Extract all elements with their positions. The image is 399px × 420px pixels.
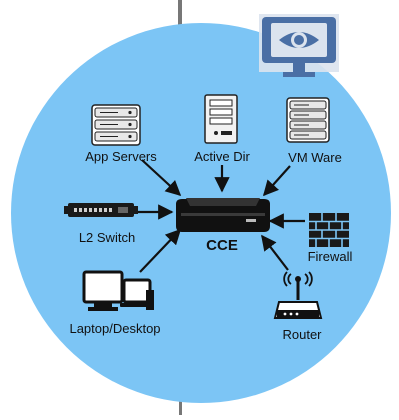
node-label-firewall: Firewall: [307, 249, 353, 264]
node-label-laptop-desktop: Laptop/Desktop: [69, 321, 161, 336]
firewall-icon: [309, 213, 349, 247]
tower-server-icon: [204, 94, 238, 144]
computers-icon: [82, 270, 154, 311]
arrow-router: [261, 234, 289, 271]
node-label-vm-ware: VM Ware: [288, 150, 342, 165]
server-rack-icon: [286, 97, 330, 143]
appliance-icon: [176, 198, 270, 232]
node-label-app-servers: App Servers: [85, 149, 157, 164]
monitor-eye-icon: [259, 14, 339, 77]
node-label-router: Router: [282, 327, 322, 342]
wireless-router-icon: [273, 271, 323, 319]
arrow-vm-ware: [262, 165, 291, 197]
node-label-active-dir: Active Dir: [194, 149, 250, 164]
connection-arrows: [136, 159, 305, 273]
server-rack-icon: [91, 104, 141, 146]
node-label-l2-switch: L2 Switch: [78, 230, 136, 245]
center-label-cce: CCE: [206, 237, 238, 254]
network-switch-icon: [64, 203, 138, 217]
bottom-connector-line: [179, 400, 182, 415]
top-connector-line: [178, 0, 182, 30]
arrow-laptop-desktop: [139, 228, 182, 273]
arrow-app-servers: [141, 159, 182, 197]
